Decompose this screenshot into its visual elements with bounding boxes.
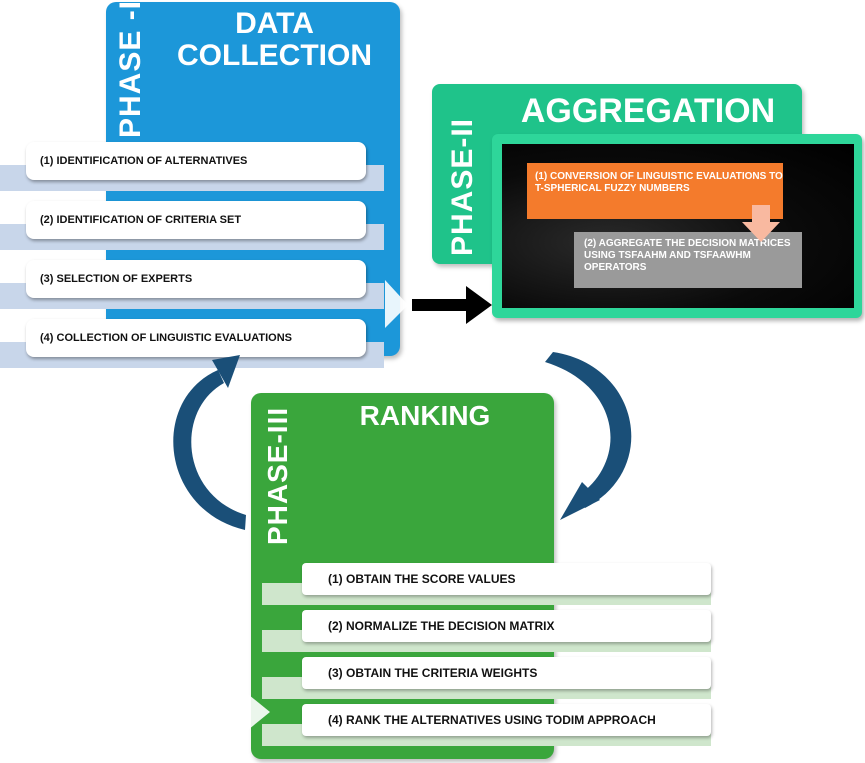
phase2-step1-text: (1) CONVERSION OF LINGUISTIC EVALUATIONS… bbox=[535, 171, 783, 194]
phase1-chevron-icon bbox=[385, 280, 408, 328]
phase3-step4-text: (4) RANK THE ALTERNATIVES USING TODIM AP… bbox=[328, 713, 656, 727]
phase1-step1-text: (1) IDENTIFICATION OF ALTERNATIVES bbox=[40, 155, 248, 167]
phase3-step1-card: (1) OBTAIN THE SCORE VALUES bbox=[302, 563, 711, 595]
phase3-step2-card: (2) NORMALIZE THE DECISION MATRIX bbox=[302, 610, 711, 642]
phase3-step3-card: (3) OBTAIN THE CRITERIA WEIGHTS bbox=[302, 657, 711, 689]
arrow-down-icon bbox=[742, 205, 780, 242]
phase3-step2-text: (2) NORMALIZE THE DECISION MATRIX bbox=[328, 619, 555, 633]
cycle-arrow-right-icon bbox=[545, 352, 632, 520]
phase1-step4-text: (4) COLLECTION OF LINGUISTIC EVALUATIONS bbox=[40, 332, 292, 344]
phase3-step3-text: (3) OBTAIN THE CRITERIA WEIGHTS bbox=[328, 666, 538, 680]
cycle-arrow-left-icon bbox=[173, 355, 246, 530]
phase3-step4-card: (4) RANK THE ALTERNATIVES USING TODIM AP… bbox=[302, 704, 711, 736]
phase1-step2-text: (2) IDENTIFICATION OF CRITERIA SET bbox=[40, 214, 242, 226]
phase3-title: RANKING bbox=[359, 400, 491, 431]
phase1-title: DATA COLLECTION bbox=[177, 7, 372, 72]
phase1-step3-card: (3) SELECTION OF EXPERTS bbox=[26, 260, 366, 298]
phase2-title: AGGREGATION bbox=[520, 92, 776, 130]
phase1-step1-card: (1) IDENTIFICATION OF ALTERNATIVES bbox=[26, 142, 366, 180]
phase1-step4-card: (4) COLLECTION OF LINGUISTIC EVALUATIONS bbox=[26, 319, 366, 357]
phase1-step2-card: (2) IDENTIFICATION OF CRITERIA SET bbox=[26, 201, 366, 239]
phase2-step2-text: (2) AGGREGATE THE DECISION MATRICES USIN… bbox=[584, 238, 791, 273]
phase3-chevron-icon bbox=[238, 686, 270, 738]
arrow-phase1-to-phase2-icon bbox=[412, 286, 492, 324]
phase2-step2-box: (2) AGGREGATE THE DECISION MATRICES USIN… bbox=[574, 232, 802, 288]
phase1-step3-text: (3) SELECTION OF EXPERTS bbox=[40, 273, 193, 285]
phase3-step1-text: (1) OBTAIN THE SCORE VALUES bbox=[328, 572, 516, 586]
phase2-step1-box: (1) CONVERSION OF LINGUISTIC EVALUATIONS… bbox=[527, 163, 783, 219]
